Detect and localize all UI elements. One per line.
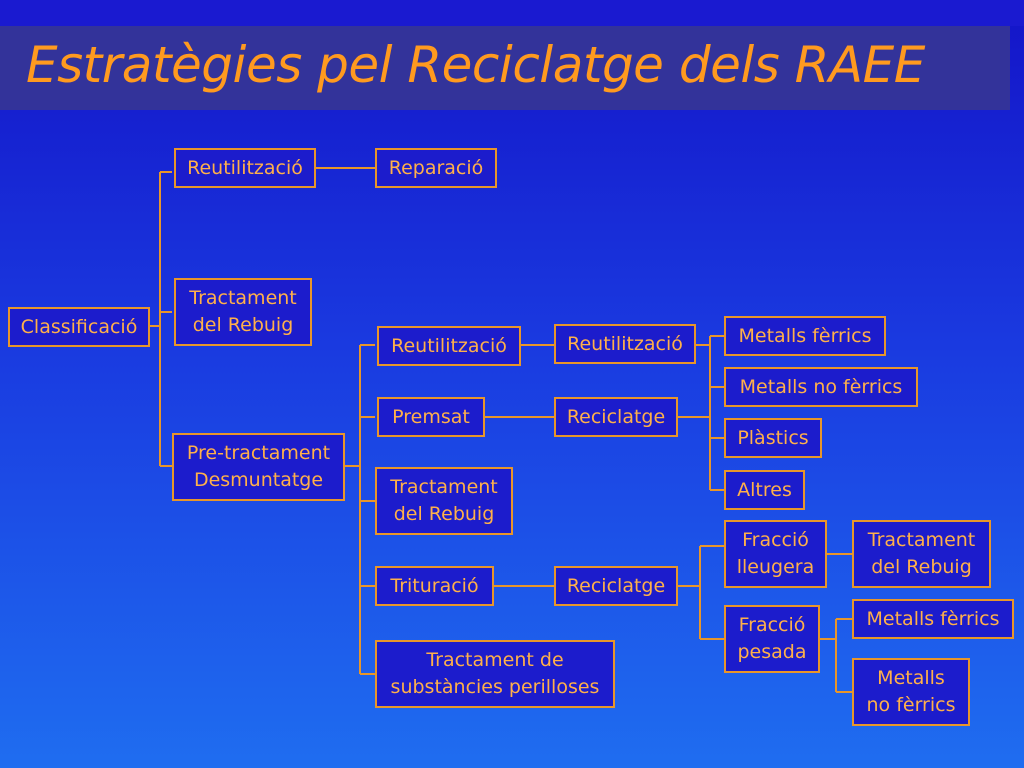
node-fraccio-lleugera: Fracció lleugera [724,520,827,588]
node-metalls-ferrics-2: Metalls fèrrics [852,599,1014,639]
node-reciclatge-2: Reciclatge [554,566,678,606]
node-fraccio-pesada: Fracció pesada [724,605,820,673]
node-reciclatge-1: Reciclatge [554,397,678,437]
node-reparacio: Reparació [375,148,497,188]
node-tractament-rebuig-2: Tractament del Rebuig [375,467,513,535]
node-plastics: Plàstics [724,418,822,458]
node-premsat: Premsat [377,397,485,437]
node-metalls-ferrics-1: Metalls fèrrics [724,316,886,356]
node-classificacio: Classificació [8,307,150,347]
node-metalls-no-ferrics-2: Metalls no fèrrics [852,658,970,726]
node-reutilitzacio-top: Reutilització [174,148,316,188]
title-bar [0,26,1010,110]
node-tractament-rebuig-3: Tractament del Rebuig [852,520,991,588]
node-trituracio: Trituració [375,566,494,606]
node-substancies: Tractament de substàncies perilloses [375,640,615,708]
node-metalls-no-ferrics-1: Metalls no fèrrics [724,367,918,407]
node-reutilitzacio-mid: Reutilització [377,326,521,366]
node-reutilitzacio-right: Reutilització [554,324,696,364]
node-pretractament: Pre-tractament Desmuntatge [172,433,345,501]
slide-title: Estratègies pel Reciclatge dels RAEE [26,36,925,94]
top-strip [0,0,1024,26]
node-tractament-rebuig-1: Tractament del Rebuig [174,278,312,346]
node-altres: Altres [724,470,805,510]
